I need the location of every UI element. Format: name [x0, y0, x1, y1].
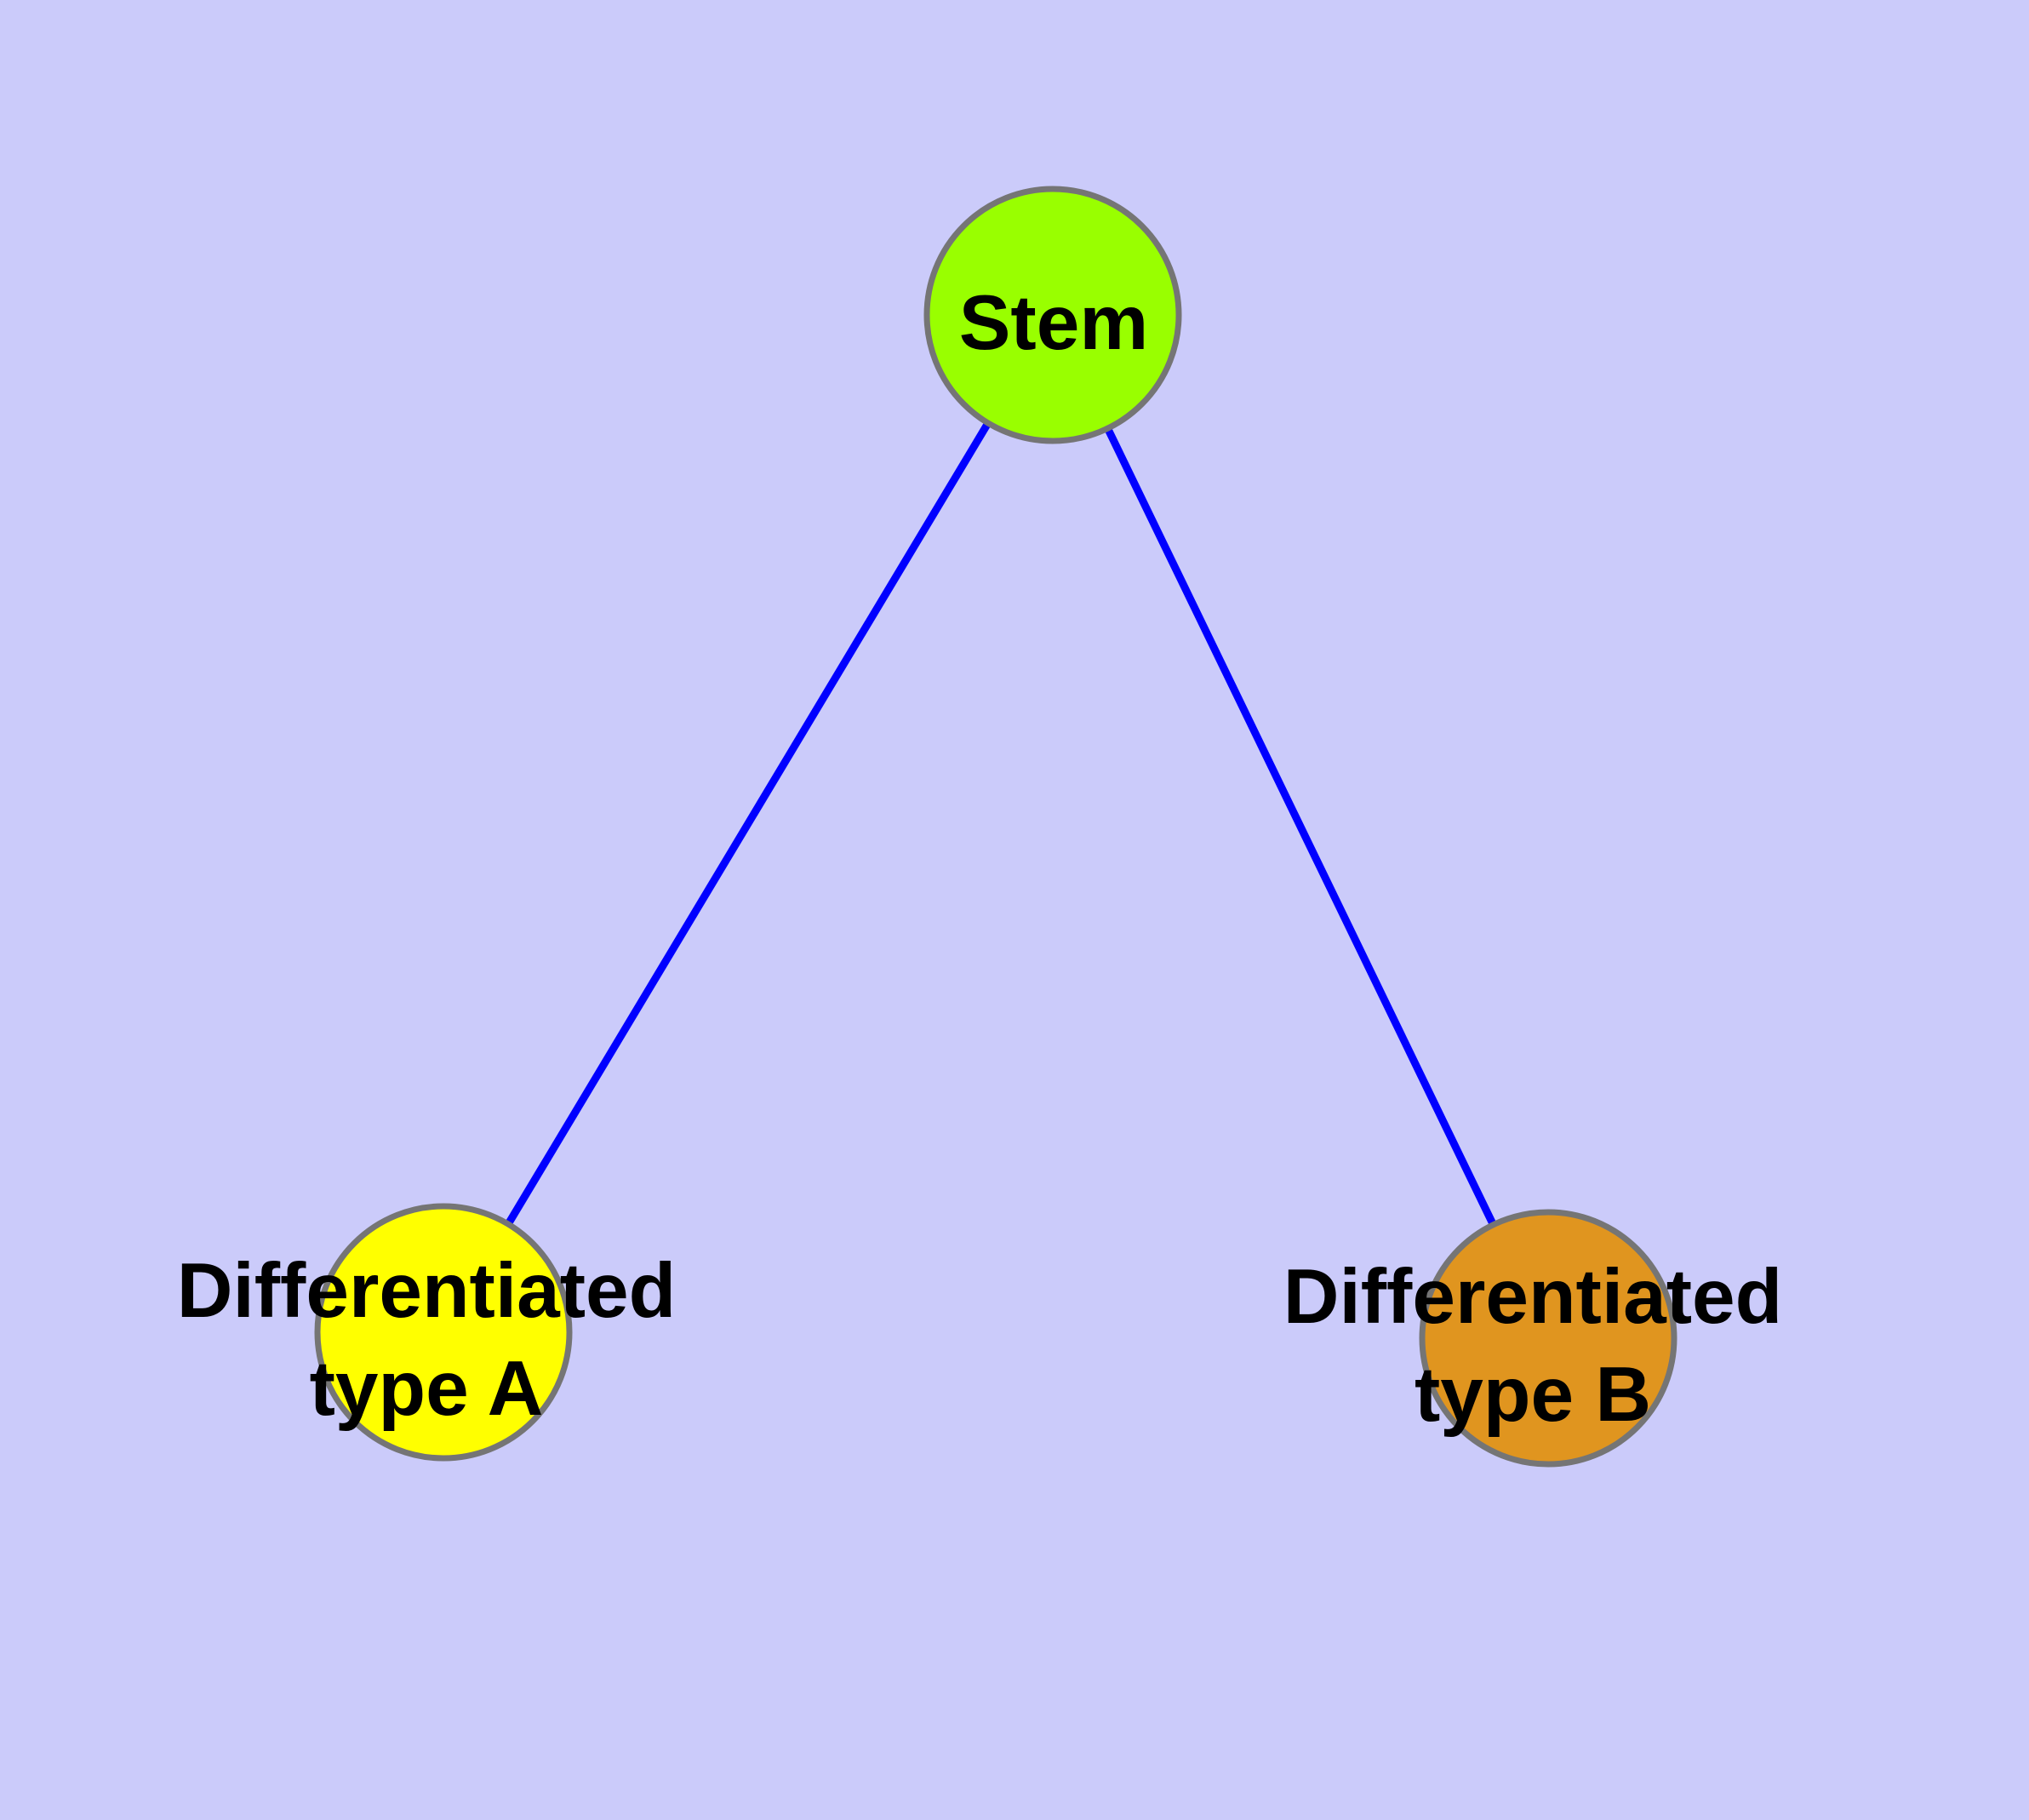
node-differentiated-type-a: Differentiated type A [177, 1203, 677, 1462]
node-differentiated-type-b: Differentiated type B [1283, 1209, 1783, 1468]
edge-stem-to-type-b [1049, 313, 1552, 1340]
type-b-node-circle [1419, 1209, 1677, 1468]
type-b-node-label-line-1: Differentiated [1283, 1254, 1783, 1340]
stem-node-label: Stem [959, 280, 1149, 366]
type-a-node-label-line-1: Differentiated [177, 1248, 677, 1334]
stem-node-circle [923, 186, 1182, 444]
type-a-node-label-line-2: type A [310, 1346, 544, 1432]
node-stem: Stem [923, 186, 1182, 444]
edge-stem-to-type-a [440, 312, 1056, 1335]
type-a-node-circle [314, 1203, 573, 1462]
type-b-node-label-line-2: type B [1415, 1352, 1651, 1438]
